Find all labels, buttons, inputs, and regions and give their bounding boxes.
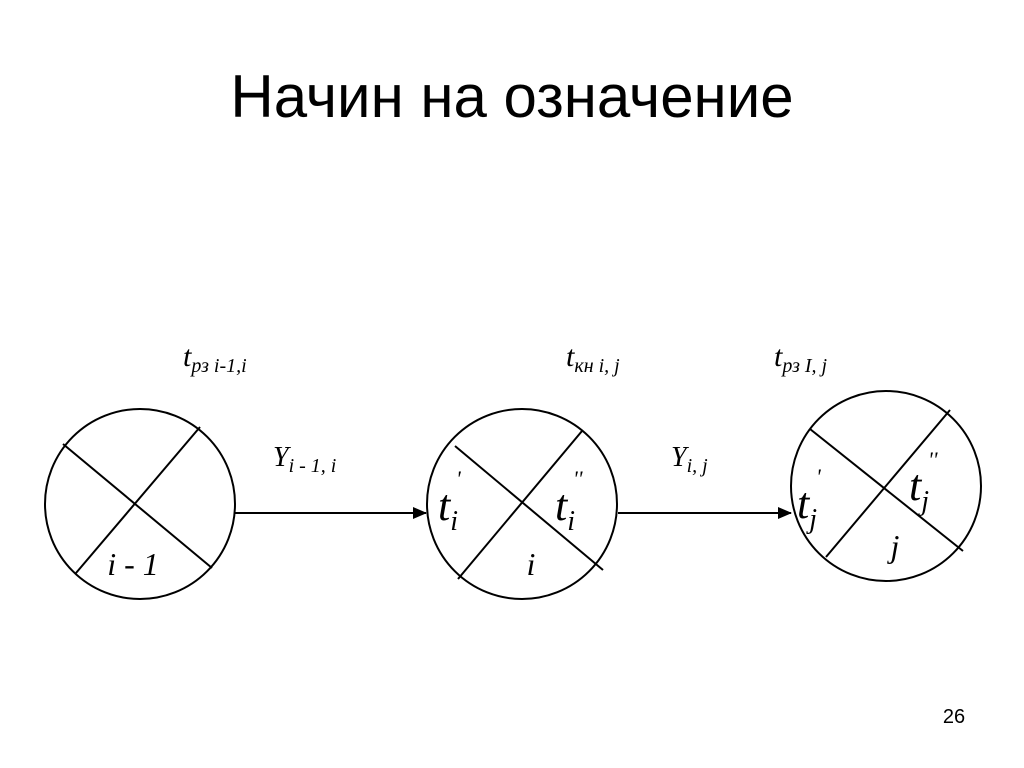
node-i-minus-1: i - 1 (44, 408, 236, 600)
time-sub: i (450, 506, 458, 537)
edge-i-minus-1-to-i: Yi - 1, i (235, 442, 427, 519)
node-right-time: tj (909, 461, 929, 517)
time-sub: j (918, 486, 929, 517)
node-label: j (887, 528, 900, 564)
node-circle (44, 408, 236, 600)
top-label-rz-i-minus-1-i: tрз i-1,i (183, 340, 247, 377)
node-label: i - 1 (107, 546, 159, 582)
top-label-sub: рз I, j (780, 355, 827, 377)
edge-label-main: Y (273, 442, 292, 473)
edge-label: Yi - 1, i (273, 442, 336, 477)
node-left-prime: ' (456, 466, 461, 491)
time-main: t (909, 461, 923, 510)
node-divider (809, 428, 964, 552)
node-right-time: ti (555, 481, 575, 537)
node-circle (426, 408, 618, 600)
node-j: tj ' tj '' j (790, 390, 982, 582)
top-label-sub: кн i, j (574, 355, 620, 377)
edge-label-sub: i - 1, i (289, 455, 337, 477)
top-label-rz-I-j: tрз I, j (774, 340, 828, 377)
edge-label-main: Y (671, 442, 690, 473)
page-title: Начин на означение (230, 63, 794, 130)
top-label-main: t (183, 340, 192, 373)
node-right-prime: '' (573, 466, 583, 491)
top-label-sub: рз i-1,i (189, 355, 246, 377)
node-divider (454, 445, 604, 571)
top-label-kn-i-j: tкн i, j (566, 340, 620, 377)
time-main: t (797, 479, 811, 528)
node-divider (457, 430, 583, 580)
top-label-main: t (566, 340, 575, 373)
node-right-prime: '' (928, 447, 938, 472)
node-circle (790, 390, 982, 582)
time-main: t (555, 481, 569, 530)
node-i: ti ' ti '' i (426, 408, 618, 600)
time-main: t (438, 481, 452, 530)
node-divider (825, 409, 951, 558)
edge-label-sub: i, j (687, 455, 709, 477)
top-label-main: t (774, 340, 783, 373)
node-divider (75, 426, 201, 574)
time-sub: j (806, 504, 817, 535)
node-left-prime: ' (816, 464, 821, 489)
time-sub: i (567, 506, 575, 537)
node-divider (62, 443, 213, 569)
page-number: 26 (942, 706, 966, 728)
node-left-time: ti (438, 481, 458, 537)
node-label: i (527, 546, 536, 582)
edge-label: Yi, j (671, 442, 708, 477)
edge-i-to-j: Yi, j (618, 442, 792, 519)
node-left-time: tj (797, 479, 817, 535)
